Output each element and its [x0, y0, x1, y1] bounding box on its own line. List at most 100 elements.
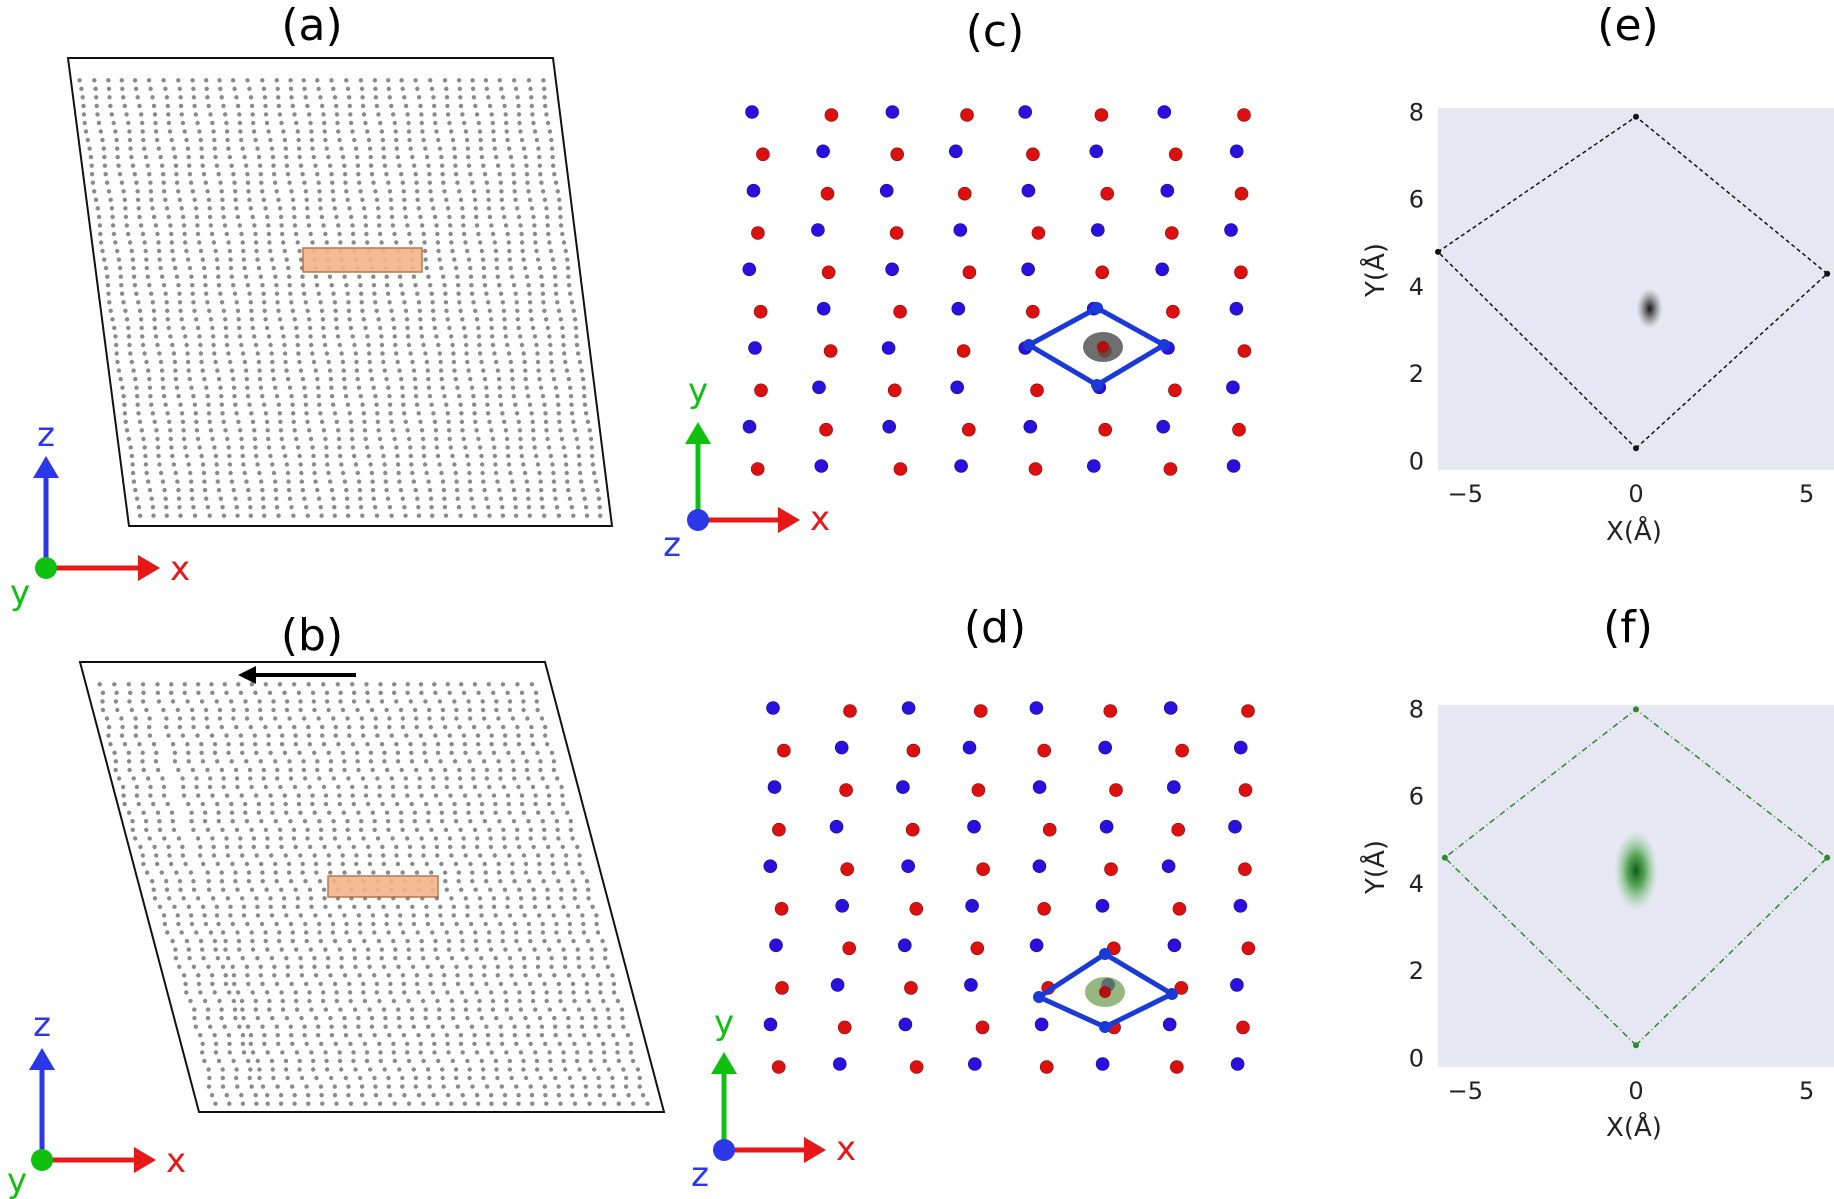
slab-atom — [383, 470, 388, 476]
slab-atom — [100, 690, 106, 695]
slab-atom — [326, 359, 331, 365]
slab-atom — [361, 206, 367, 211]
slab-atom — [512, 1033, 517, 1038]
slab-atom — [165, 317, 170, 322]
slab-atom — [156, 146, 161, 151]
atom-blue — [1029, 701, 1044, 715]
slab-atom — [558, 428, 563, 433]
slab-atom — [204, 385, 209, 390]
slab-atom — [250, 419, 256, 424]
slab-atom — [286, 870, 292, 875]
slab-atom — [334, 325, 339, 331]
slab-atom — [108, 103, 113, 109]
slab-atom — [184, 248, 189, 254]
slab-atom — [289, 1033, 294, 1038]
slab-atom — [325, 964, 331, 969]
slab-atom — [452, 462, 457, 467]
slab-atom — [113, 129, 118, 134]
slab-atom — [467, 470, 472, 476]
slab-atom — [346, 776, 351, 781]
slab-atom — [374, 513, 380, 518]
slab-atom — [392, 120, 397, 126]
slab-atom — [275, 86, 280, 92]
slab-atom — [360, 308, 365, 313]
slab-atom — [583, 411, 589, 416]
slab-atom — [247, 767, 253, 773]
slab-atom — [360, 724, 365, 730]
slab-atom — [339, 1067, 344, 1072]
slab-atom — [354, 853, 359, 858]
slab-atom — [161, 180, 166, 185]
slab-atom — [247, 496, 252, 501]
slab-atom — [245, 78, 250, 83]
slab-atom — [261, 776, 266, 781]
slab-atom — [484, 776, 489, 781]
slab-atom — [329, 1033, 335, 1038]
slab-atom — [447, 120, 452, 126]
slab-atom — [307, 742, 312, 747]
slab-atom — [339, 146, 344, 151]
slab-atom — [493, 248, 499, 254]
slab-atom — [565, 870, 571, 875]
slab-atom — [253, 445, 258, 450]
slab-atom — [597, 505, 602, 510]
slab-atom — [332, 1093, 338, 1098]
slab-atom — [545, 436, 550, 442]
slab-atom — [126, 750, 131, 755]
slab-atom — [481, 265, 486, 271]
slab-atom — [385, 767, 390, 773]
slab-atom — [178, 513, 183, 518]
slab-atom — [595, 930, 601, 935]
slab-atom — [533, 793, 538, 798]
slab-atom — [159, 368, 165, 373]
slab-atom — [292, 317, 297, 322]
slab-atom — [300, 487, 305, 493]
slab-atom — [169, 690, 174, 695]
slab-atom — [505, 231, 510, 237]
slab-atom — [435, 998, 440, 1004]
x-arrow-icon — [134, 1147, 156, 1173]
slab-atom — [430, 513, 435, 518]
slab-atom — [220, 197, 225, 202]
slab-atom — [504, 1007, 509, 1012]
atom-red — [1094, 108, 1109, 122]
slab-atom — [333, 724, 338, 730]
slab-atom — [505, 793, 511, 798]
slab-atom — [423, 1007, 428, 1012]
slab-atom — [269, 956, 275, 961]
x-tick-label: −5 — [1448, 1077, 1483, 1105]
slab-atom — [428, 981, 433, 987]
slab-atom — [277, 724, 283, 730]
slab-atom — [454, 707, 459, 713]
slab-atom — [458, 197, 464, 202]
slab-atom — [215, 479, 220, 484]
slab-atom — [470, 78, 475, 83]
slab-atom — [198, 342, 203, 348]
slab-atom — [389, 513, 394, 518]
slab-atom — [168, 334, 173, 339]
slab-atom — [321, 334, 327, 339]
slab-atom — [255, 1058, 260, 1064]
slab-atom — [444, 776, 449, 781]
slab-atom — [286, 265, 291, 271]
slab-atom — [319, 214, 325, 220]
slab-atom — [279, 742, 285, 747]
slab-atom — [119, 283, 124, 288]
slab-atom — [419, 690, 424, 695]
slab-atom — [387, 505, 393, 510]
slab-atom — [371, 870, 376, 875]
slab-atom — [318, 981, 323, 987]
slab-atom — [563, 453, 568, 459]
slab-atom — [510, 479, 515, 484]
slab-atom — [320, 724, 325, 730]
slab-atom — [433, 733, 438, 738]
slab-atom — [408, 699, 413, 704]
slab-atom — [446, 1050, 451, 1055]
slab-atom — [316, 180, 321, 185]
slab-atom — [566, 973, 572, 978]
slab-atom — [212, 1033, 217, 1038]
slab-atom — [379, 947, 384, 952]
slab-atom — [463, 445, 468, 450]
slab-atom — [389, 103, 394, 109]
slab-atom — [509, 1075, 514, 1081]
